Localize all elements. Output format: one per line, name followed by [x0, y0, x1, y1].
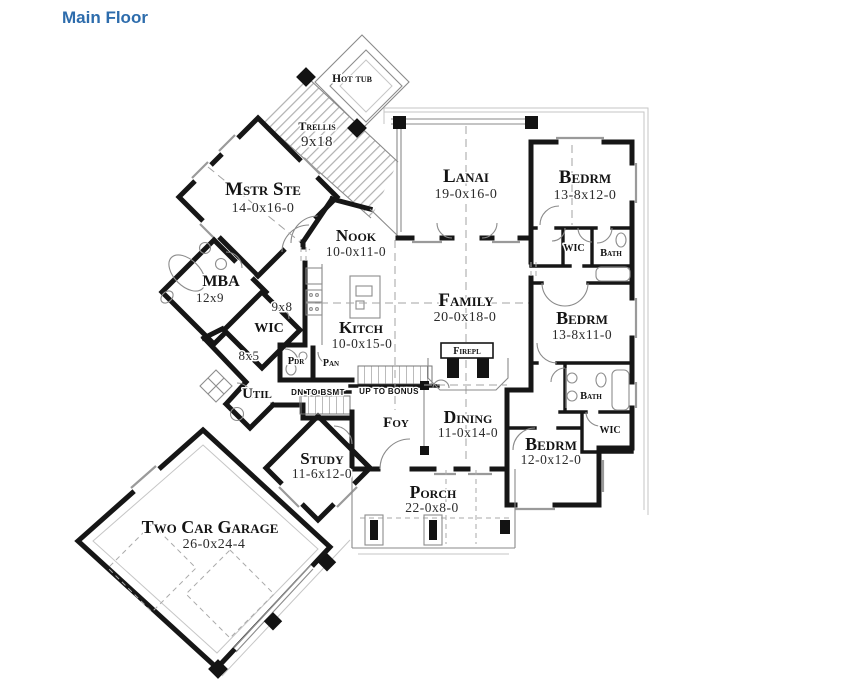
kitchen-structure	[277, 195, 399, 383]
util-label: Util	[242, 386, 272, 402]
mstr-ste-dims: 14-0x16-0	[232, 201, 295, 216]
pan-label: Pan	[323, 358, 339, 369]
dining-foyer-porch	[333, 381, 516, 549]
roof-overhang-lines	[352, 107, 649, 555]
wic-low-label: WIC	[599, 425, 620, 436]
family-label: Family	[438, 290, 494, 311]
foy-label: Foy	[383, 415, 409, 431]
family-dims: 20-0x18-0	[434, 310, 497, 325]
family-north-wall	[307, 222, 534, 410]
kitch-label: Kitch	[339, 318, 384, 337]
closet-dims: 8x5	[239, 348, 260, 363]
porch-dims: 22-0x8-0	[405, 500, 459, 515]
bedrm-top-label: Bedrm	[559, 167, 611, 188]
mstr-ste-label: Mstr Ste	[225, 179, 301, 200]
hot-tub-label: Hot tub	[332, 73, 372, 85]
fireplace	[427, 342, 509, 391]
study-dims: 11-6x12-0	[292, 466, 352, 481]
lanai-label: Lanai	[443, 166, 489, 187]
pdr-label: Pdr	[288, 356, 305, 367]
lanai-dims: 19-0x16-0	[435, 187, 498, 202]
wic-top-label: WIC	[563, 243, 584, 254]
bath-top-label: Bath	[600, 248, 622, 259]
bedrm-low-label: Bedrm	[525, 434, 577, 454]
right-wing-structure	[504, 136, 638, 511]
bedrm-top-dims: 13-8x12-0	[554, 188, 617, 203]
trellis-label: Trellis	[298, 119, 336, 133]
nook-label: Nook	[336, 226, 377, 245]
dining-dims: 11-0x14-0	[438, 425, 498, 440]
trellis-dims: 9x18	[301, 134, 333, 150]
dining-label: Dining	[444, 407, 493, 427]
bath-low-label: Bath	[580, 391, 602, 402]
stair-dn-label: dn to bsmt	[291, 388, 345, 397]
lanai-structure	[391, 116, 538, 464]
garage-label: Two Car Garage	[142, 517, 279, 537]
nook-dims: 10-0x11-0	[326, 244, 386, 259]
stair-up-label: up to bonus	[359, 387, 419, 396]
kitch-dims: 10-0x15-0	[332, 336, 393, 351]
mba-label: MBA	[202, 273, 240, 290]
bedrm-low-dims: 12-0x12-0	[521, 452, 582, 467]
firepl-label: Firepl	[453, 346, 481, 357]
study-label: Study	[300, 449, 344, 468]
page-title: Main Floor	[62, 8, 148, 27]
porch-label: Porch	[410, 482, 457, 502]
bedrm-mid-dims: 13-8x11-0	[552, 327, 612, 342]
master-suite-structure	[175, 114, 341, 280]
garage-dims: 26-0x24-4	[183, 537, 246, 552]
room-labels: Hot tub Trellis 9x18 Mstr Ste 14-0x16-0 …	[140, 72, 624, 554]
bedrm-mid-label: Bedrm	[556, 308, 608, 328]
wic-mstr-label: WIC	[254, 321, 284, 336]
mba-dims: 12x9	[196, 290, 224, 305]
hall-dims: 9x8	[272, 299, 293, 314]
